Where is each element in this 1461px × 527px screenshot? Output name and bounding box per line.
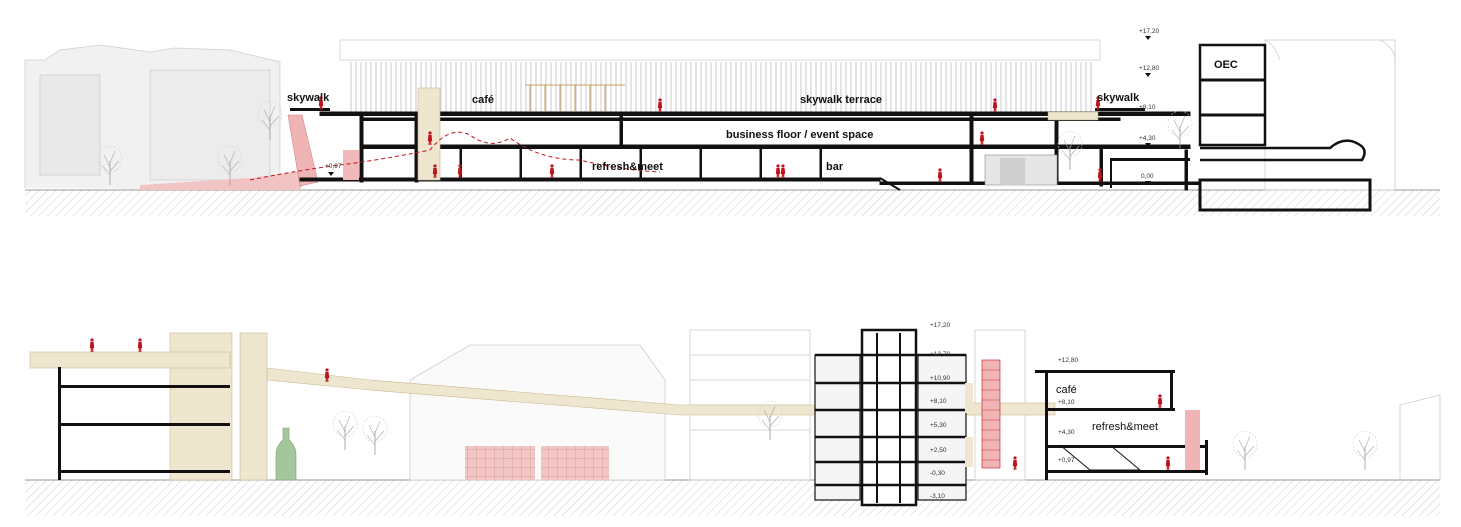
skywalk-right xyxy=(1095,108,1145,111)
annex-building-top xyxy=(984,154,1190,188)
pink-core-top xyxy=(343,150,359,180)
label-refresh-meet: refresh&meet xyxy=(592,161,663,173)
svg-text:-3,10: -3,10 xyxy=(930,493,945,500)
right-building-bottom xyxy=(1035,370,1208,480)
ground-hatch-top xyxy=(25,190,1440,216)
level-markers-top: +17,20 +12,80 +8,10 +4,30 0,00 +0,97 xyxy=(325,28,1159,185)
label-business-floor: business floor / event space xyxy=(726,129,873,141)
cafe-glazing xyxy=(525,84,625,112)
label-cafe: café xyxy=(472,94,494,106)
pink-pavilion-2 xyxy=(541,446,609,480)
svg-text:+17,20: +17,20 xyxy=(930,322,950,329)
circulation-path-top xyxy=(249,131,661,181)
pink-pavilion-1 xyxy=(465,446,535,480)
label-skywalk-terrace: skywalk terrace xyxy=(800,94,882,106)
svg-text:+4,30: +4,30 xyxy=(1058,429,1075,436)
label-skywalk-left: skywalk xyxy=(287,92,330,104)
label-oec: OEC xyxy=(1214,59,1238,71)
label-refresh-meet-bottom: refresh&meet xyxy=(1092,421,1158,433)
bottle-sculpture-icon xyxy=(275,427,297,481)
svg-text:+8,10: +8,10 xyxy=(1139,104,1156,111)
skywalk-ramp-left xyxy=(287,114,319,187)
svg-text:+0,97: +0,97 xyxy=(1058,457,1075,464)
context-buildings-top xyxy=(24,39,1396,191)
left-building-bottom xyxy=(29,332,268,481)
svg-text:+4,30: +4,30 xyxy=(1139,135,1156,142)
svg-text:+17,20: +17,20 xyxy=(1139,28,1159,35)
section-top: skywalk café skywalk terrace skywalk OEC… xyxy=(24,28,1440,216)
central-tower xyxy=(814,328,973,507)
skywalk-left xyxy=(290,108,330,111)
label-cafe-bottom: café xyxy=(1056,384,1077,396)
svg-text:-0,30: -0,30 xyxy=(930,470,945,477)
level-markers-right: +12,80 +8,10 +4,30 +0,97 xyxy=(1058,357,1078,464)
svg-text:+13,70: +13,70 xyxy=(930,351,950,358)
svg-text:+5,30: +5,30 xyxy=(930,422,947,429)
pink-plaza-top xyxy=(140,170,310,190)
oec-building xyxy=(1198,43,1372,212)
section-bottom: café refresh&meet +17,20 +13,70 +10,90 +… xyxy=(25,322,1441,516)
svg-text:+0,97: +0,97 xyxy=(325,163,342,170)
svg-text:+10,90: +10,90 xyxy=(930,375,950,382)
ground-hatch-bottom xyxy=(25,480,1440,516)
svg-text:+2,50: +2,50 xyxy=(930,447,947,454)
level-markers-tower: +17,20 +13,70 +10,90 +8,10 +5,30 +2,50 -… xyxy=(930,322,950,500)
label-skywalk-right: skywalk xyxy=(1097,92,1140,104)
svg-text:+8,10: +8,10 xyxy=(1058,399,1075,406)
red-stair-tower xyxy=(981,359,1001,469)
svg-text:0,00: 0,00 xyxy=(1141,173,1154,180)
svg-text:+12,80: +12,80 xyxy=(1139,65,1159,72)
svg-text:+12,80: +12,80 xyxy=(1058,357,1078,364)
svg-text:+8,10: +8,10 xyxy=(930,398,947,405)
label-bar: bar xyxy=(826,161,844,173)
